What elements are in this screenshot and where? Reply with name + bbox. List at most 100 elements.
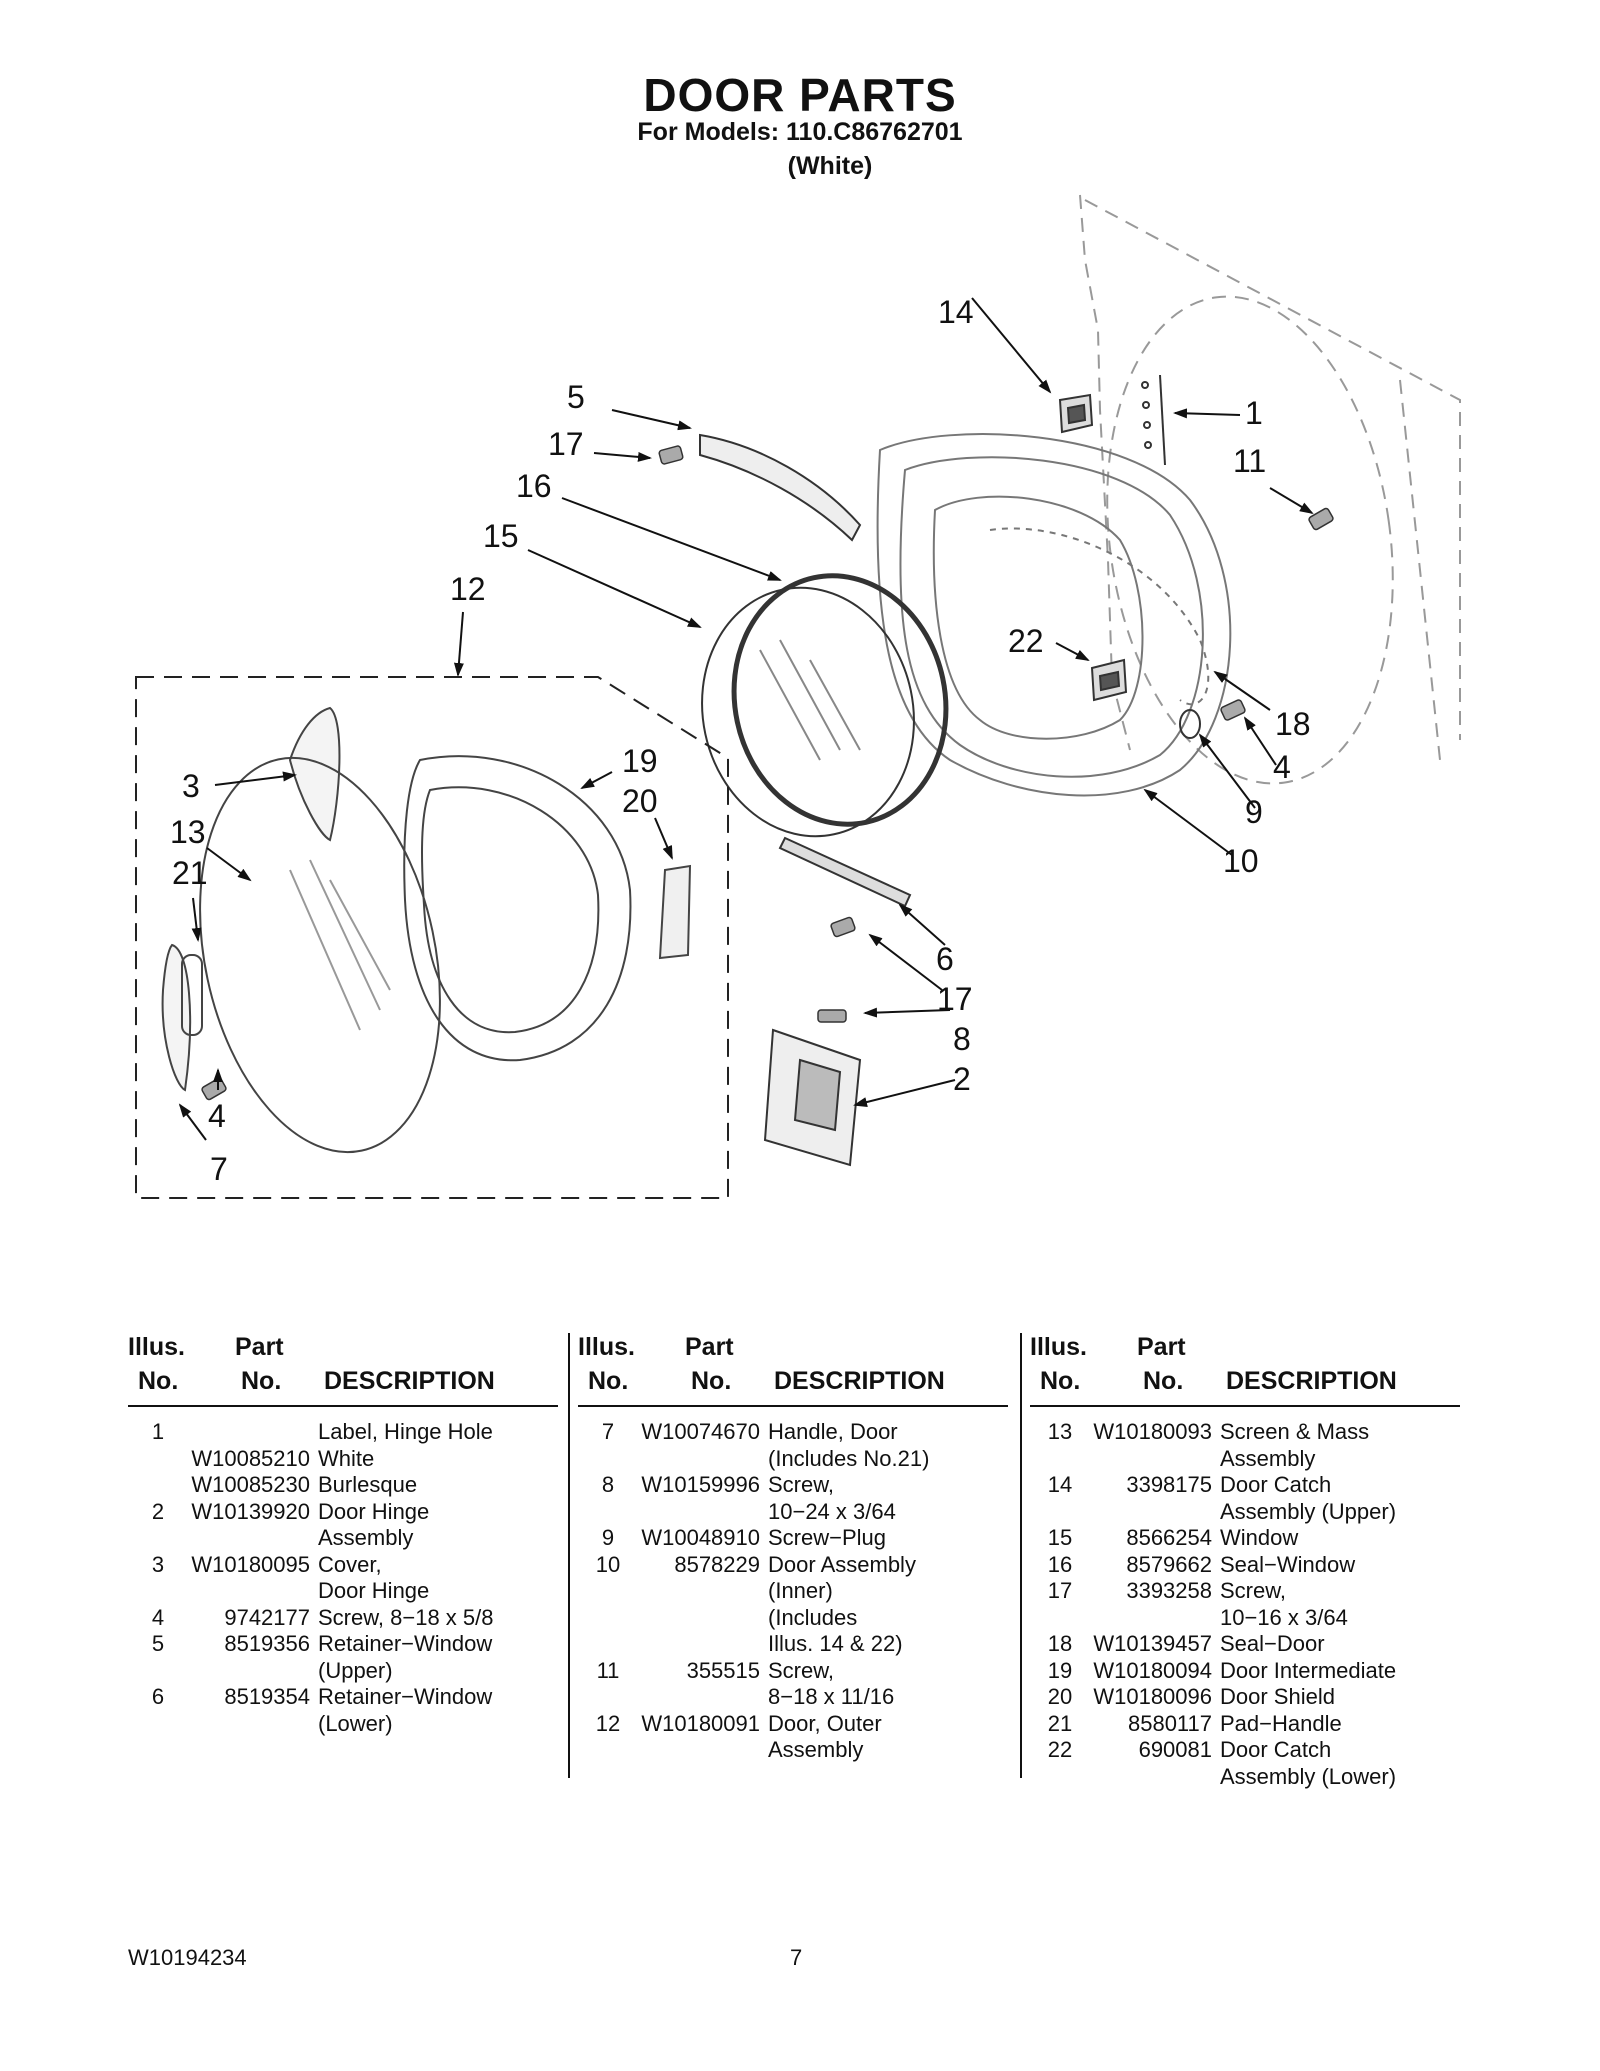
illus-number: 8 <box>601 1472 615 1497</box>
part-number: W10180091 <box>641 1710 760 1736</box>
part-description: (Includes No.21) <box>768 1445 930 1471</box>
part-description: Door Catch <box>1220 1472 1332 1497</box>
part-description: 10−24 x 3/64 <box>768 1498 896 1524</box>
illus-number <box>128 1525 188 1552</box>
illus-number: 2 <box>151 1498 165 1524</box>
callout-18: 18 <box>1275 706 1311 742</box>
window-retainer-upper <box>699 433 862 542</box>
illus-number: 4 <box>151 1604 165 1630</box>
callout-8: 8 <box>953 1021 971 1057</box>
table-row: 8−18 x 11/16 <box>578 1684 1008 1711</box>
part-number: 8578229 <box>674 1551 760 1577</box>
part-description: Pad−Handle <box>1220 1710 1342 1736</box>
part-description: Assembly <box>768 1737 864 1762</box>
part-number <box>188 1419 318 1446</box>
part-number <box>1090 1499 1220 1526</box>
callout-22: 22 <box>1008 623 1044 659</box>
illus-number <box>578 1631 638 1658</box>
table-row: 5 8519356 Retainer−Window <box>128 1631 558 1658</box>
part-number <box>638 1737 768 1764</box>
illus-number <box>1030 1605 1090 1632</box>
part-number: 8519356 <box>224 1631 310 1656</box>
illus-number: 16 <box>1047 1551 1073 1577</box>
document-number: W10194234 <box>128 1945 247 1970</box>
part-description: Door Shield <box>1220 1684 1335 1709</box>
part-description: 10−16 x 3/64 <box>1220 1604 1348 1630</box>
illus-number: 22 <box>1047 1737 1073 1762</box>
part-description: Assembly (Upper) <box>1220 1498 1397 1524</box>
part-description: Retainer−Window <box>318 1631 493 1656</box>
illus-number: 11 <box>596 1657 620 1683</box>
callout-5: 5 <box>567 379 585 415</box>
callout-6: 6 <box>936 941 954 977</box>
illus-number <box>1030 1764 1090 1791</box>
table-row: (Includes No.21) <box>578 1446 1008 1473</box>
part-number <box>188 1578 318 1605</box>
callout-7: 7 <box>210 1151 228 1187</box>
illus-number <box>578 1605 638 1632</box>
part-description: Cover, <box>318 1551 382 1577</box>
part-number <box>188 1711 318 1738</box>
illus-number <box>128 1658 188 1685</box>
part-description: (Upper) <box>318 1657 393 1683</box>
part-description: Label, Hinge Hole <box>318 1419 493 1444</box>
part-number: W10180095 <box>191 1551 310 1577</box>
part-number: 8519354 <box>224 1684 310 1709</box>
callout-4b: 4 <box>208 1098 226 1134</box>
illus-number: 9 <box>601 1525 615 1550</box>
illus-number <box>128 1711 188 1738</box>
table-row: Door Hinge <box>128 1578 558 1605</box>
illus-number <box>578 1446 638 1473</box>
callout-15: 15 <box>483 518 519 554</box>
table-row: Assembly <box>1030 1446 1460 1473</box>
illus-number: 7 <box>601 1419 615 1444</box>
illus-number: 21 <box>1047 1710 1073 1736</box>
part-description: Door Assembly <box>768 1551 916 1577</box>
part-description: Screw−Plug <box>768 1525 887 1550</box>
part-description: Illus. 14 & 22) <box>768 1631 903 1656</box>
part-description: Screw, 8−18 x 5/8 <box>318 1604 494 1630</box>
illus-number <box>128 1578 188 1605</box>
callout-9: 9 <box>1245 794 1263 830</box>
table-header: Illus. No. Part No. DESCRIPTION <box>1030 1333 1460 1407</box>
illus-number <box>1030 1446 1090 1473</box>
part-number <box>188 1658 318 1685</box>
table-row: (Lower) <box>128 1711 558 1738</box>
outer-door-parts <box>161 706 692 1154</box>
illus-number <box>128 1472 188 1499</box>
table-row: Assembly (Lower) <box>1030 1764 1460 1791</box>
part-description: (Lower) <box>318 1710 393 1736</box>
part-number <box>1090 1446 1220 1473</box>
inner-door-assembly <box>876 433 1232 797</box>
part-description: Seal−Window <box>1220 1551 1356 1577</box>
part-number <box>638 1684 768 1711</box>
door-hinge <box>763 1028 862 1167</box>
part-number: 355515 <box>686 1657 760 1683</box>
callout-16: 16 <box>516 468 552 504</box>
part-description: Seal−Door <box>1220 1631 1325 1656</box>
cabinet-outline <box>1079 194 1461 785</box>
part-number <box>1090 1605 1220 1632</box>
part-number: W10180094 <box>1093 1657 1212 1683</box>
illus-number <box>578 1578 638 1605</box>
part-number: W10139457 <box>1093 1631 1212 1656</box>
illus-number: 5 <box>151 1631 165 1656</box>
callout-17: 17 <box>548 426 584 462</box>
illus-number: 10 <box>595 1551 621 1577</box>
table-header: Illus. No. Part No. DESCRIPTION <box>128 1333 558 1407</box>
part-number: W10085210 <box>191 1445 310 1471</box>
part-number: 8566254 <box>1126 1525 1212 1550</box>
part-description: Door Intermediate <box>1220 1657 1397 1683</box>
illus-number: 19 <box>1047 1657 1073 1683</box>
